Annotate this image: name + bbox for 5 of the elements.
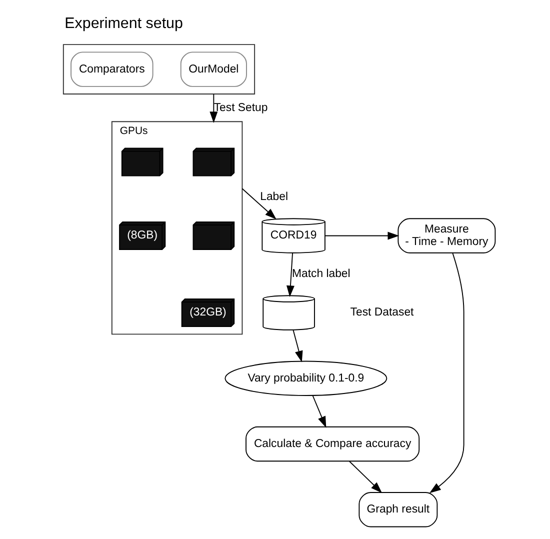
node-label: Test Dataset [350,306,414,319]
edge-label: Match label [291,268,350,280]
edge-label: Test Setup [213,102,268,114]
edge-label: Label [260,191,288,204]
diagram-title: Experiment setup [64,15,182,32]
